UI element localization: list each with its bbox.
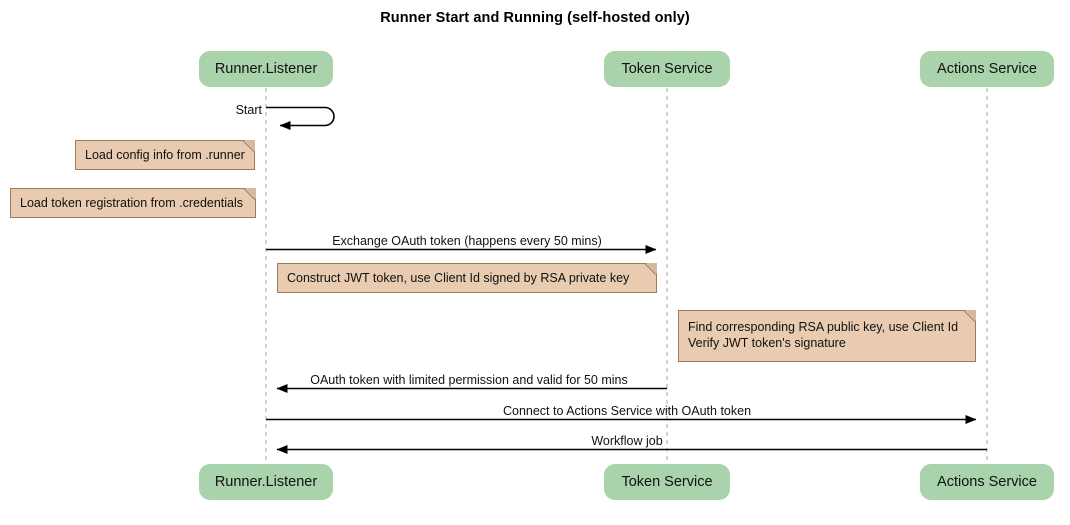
participant-runner-top[interactable]: Runner.Listener (199, 51, 333, 87)
message-label-start: Start (235, 103, 262, 117)
note-load-token-registration: Load token registration from .credential… (10, 188, 256, 218)
participant-runner-bottom[interactable]: Runner.Listener (199, 464, 333, 500)
note-verify-jwt: Find corresponding RSA public key, use C… (678, 310, 976, 362)
participant-label: Token Service (621, 61, 713, 77)
participant-label: Token Service (621, 474, 713, 490)
note-text: Construct JWT token, use Client Id signe… (287, 271, 630, 285)
note-text: Load token registration from .credential… (20, 196, 244, 210)
message-label-oauth-return: OAuth token with limited permission and … (310, 373, 628, 387)
note-text: Load config info from .runner (85, 148, 245, 162)
participant-label: Runner.Listener (214, 61, 318, 77)
note-fold-edge-icon (244, 188, 256, 200)
page-title: Runner Start and Running (self-hosted on… (380, 10, 690, 26)
participant-token-top[interactable]: Token Service (604, 51, 730, 87)
participant-label: Actions Service (937, 61, 1037, 77)
participant-actions-top[interactable]: Actions Service (920, 51, 1054, 87)
message-arrow-start (266, 106, 335, 130)
note-text: Find corresponding RSA public key, use C… (688, 320, 959, 350)
note-construct-jwt: Construct JWT token, use Client Id signe… (277, 263, 657, 293)
participant-actions-bottom[interactable]: Actions Service (920, 464, 1054, 500)
participant-label: Runner.Listener (214, 474, 318, 490)
note-load-config: Load config info from .runner (75, 140, 255, 170)
message-label-workflow-job: Workflow job (591, 434, 663, 448)
participant-label: Actions Service (937, 474, 1037, 490)
note-fold-edge-icon (964, 310, 976, 322)
message-label-connect-actions: Connect to Actions Service with OAuth to… (502, 404, 752, 418)
participant-token-bottom[interactable]: Token Service (604, 464, 730, 500)
message-label-exchange-oauth: Exchange OAuth token (happens every 50 m… (332, 234, 602, 248)
note-fold-edge-icon (645, 263, 657, 275)
